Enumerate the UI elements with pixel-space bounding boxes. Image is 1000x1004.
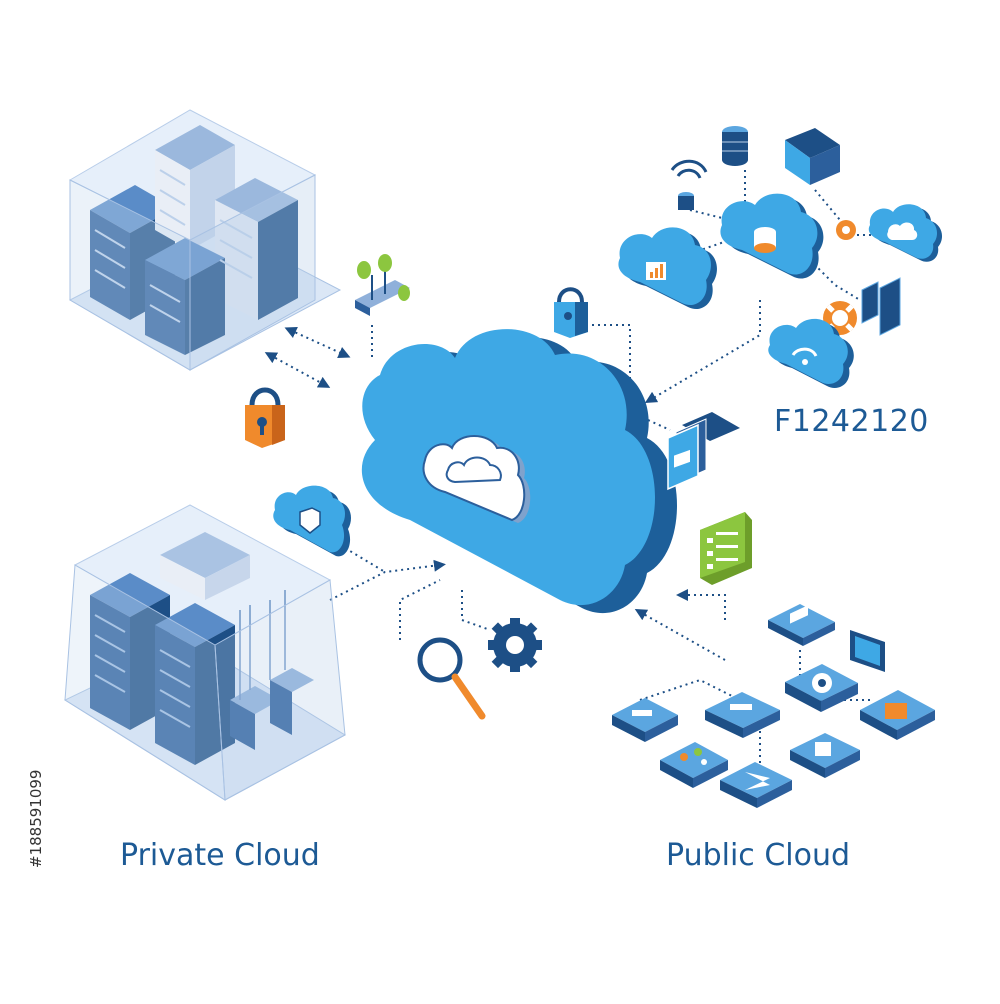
- plant-network-icon: [355, 254, 410, 316]
- private-cloud-datacenter-icon: [68, 109, 342, 371]
- arrow-private-top: [284, 327, 351, 358]
- arrow-private-top-2: [264, 352, 331, 388]
- central-cloud-icon: [361, 329, 677, 614]
- connector-docs: [647, 419, 671, 431]
- connector-cluster-d: [689, 209, 731, 221]
- arrow-public-bottom: [634, 609, 726, 661]
- device-network-icon: [612, 604, 935, 808]
- checklist-icon: [700, 512, 752, 585]
- public-cloud-label: Public Cloud: [666, 838, 851, 873]
- connector-cluster-c: [814, 189, 841, 221]
- server-room-icon: [63, 504, 347, 801]
- gear-icon: [488, 618, 542, 672]
- private-cloud-label: Private Cloud: [120, 838, 320, 873]
- arrow-private-bottom: [329, 559, 446, 601]
- connector-gear: [461, 590, 491, 631]
- document-stack-icon: [667, 412, 740, 491]
- lock-icon: [245, 387, 285, 448]
- image-code-label: F1242120: [774, 404, 929, 439]
- connector-shield: [339, 544, 386, 573]
- public-cloud-cluster-icon: [554, 126, 943, 388]
- search-icon: [417, 637, 486, 720]
- arrow-public-checklist: [676, 589, 726, 620]
- side-id-label: #188591099: [27, 769, 45, 868]
- connector-search: [399, 579, 441, 640]
- connector-devices-a: [639, 678, 741, 701]
- connector-lock-public: [580, 324, 631, 380]
- arrow-public-top: [644, 300, 761, 404]
- shield-cloud-icon: [273, 485, 351, 557]
- connectors: [264, 170, 875, 770]
- connector-cluster-e: [809, 259, 861, 301]
